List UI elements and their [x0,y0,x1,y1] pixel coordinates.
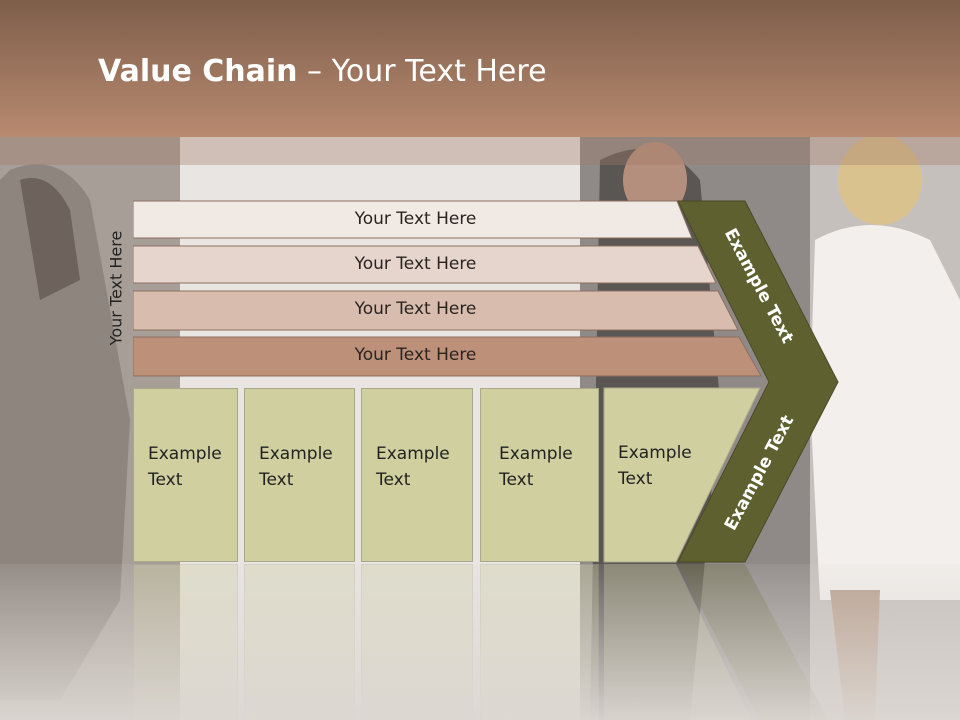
bar-2-label: Your Text Here [354,254,477,274]
bar-3-label: Your Text Here [354,299,477,319]
column-1-text: Example Text [148,441,248,493]
column-5-line1: Example [618,443,692,463]
bar-4-shape [133,336,762,377]
bar-3-shape [133,290,739,331]
title-bold: Value Chain [98,54,298,89]
header-banner [0,0,960,137]
reflection [0,564,960,720]
bar-2-shape [133,245,717,284]
column-3-line2: Text [376,470,411,490]
header-band [0,137,960,165]
column-1-line1: Example [148,444,222,464]
column-1-line2: Text [148,470,183,490]
column-3-text: Example Text [376,441,476,493]
column-5-line2: Text [618,469,653,489]
column-2-line2: Text [259,470,294,490]
column-2[interactable]: Example Text [244,388,355,562]
slide-title[interactable]: Value Chain – Your Text Here [98,54,547,89]
column-3-line1: Example [376,444,450,464]
title-rest: – Your Text Here [297,54,547,89]
bar-1-shape [133,200,693,239]
column-4-text: Example Text [499,441,599,493]
column-4-line1: Example [499,444,573,464]
column-5-text: Example Text [618,440,718,492]
column-5[interactable]: Example Text [604,388,714,562]
column-2-text: Example Text [259,441,359,493]
column-2-line1: Example [259,444,333,464]
bar-1-label: Your Text Here [354,209,477,229]
bar-4-label: Your Text Here [354,345,477,365]
reflection-fade [0,564,960,720]
column-3[interactable]: Example Text [361,388,473,562]
column-4[interactable]: Example Text [480,388,599,562]
column-4-line2: Text [499,470,534,490]
column-1[interactable]: Example Text [133,388,238,562]
